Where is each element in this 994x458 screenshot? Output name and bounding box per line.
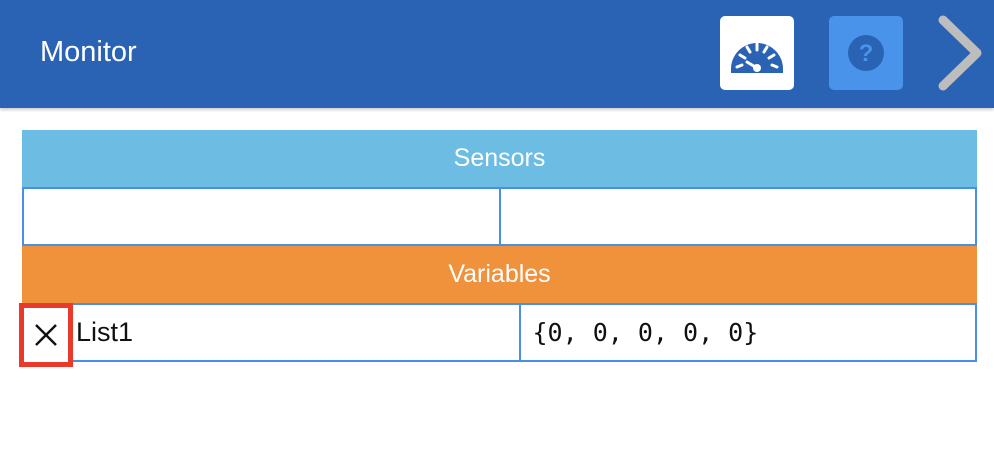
chevron-right-icon[interactable] (931, 12, 987, 94)
variable-name: List1 (76, 317, 134, 347)
variable-row: List1 {0, 0, 0, 0, 0} (22, 303, 977, 362)
remove-variable-button[interactable] (19, 303, 73, 367)
variable-value: {0, 0, 0, 0, 0} (518, 305, 976, 360)
monitor-panel: Sensors Variables List1 {0, 0, 0, 0, 0} (22, 130, 977, 362)
help-button[interactable]: ? (829, 16, 903, 90)
page-title: Monitor (40, 36, 137, 68)
sensor-row (22, 187, 977, 246)
gauge-icon (731, 42, 783, 73)
variables-header: Variables (22, 246, 977, 303)
svg-text:?: ? (859, 40, 874, 67)
close-icon (35, 324, 57, 346)
app-header: Monitor ? (0, 0, 994, 108)
sensor-value-cell (498, 189, 976, 244)
monitor-gauge-button[interactable] (720, 16, 794, 90)
sensor-name-cell (24, 189, 499, 244)
help-icon: ? (848, 35, 884, 71)
sensors-header: Sensors (22, 130, 977, 187)
